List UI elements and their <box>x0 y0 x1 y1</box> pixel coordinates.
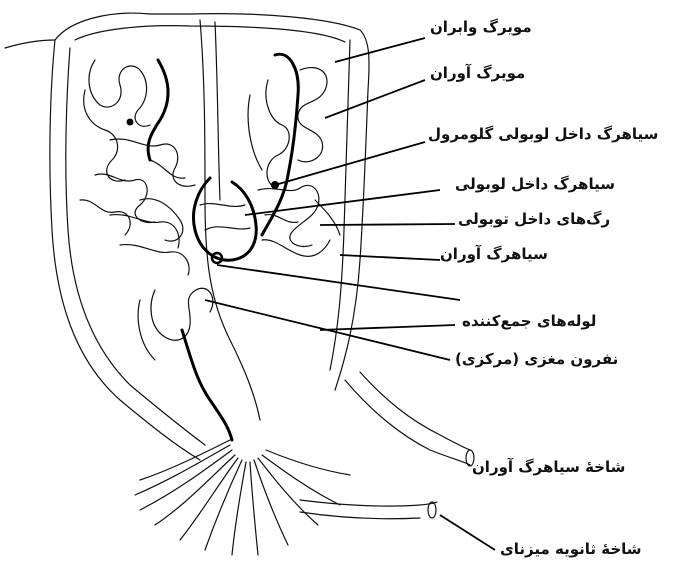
label-afferent-vein-branch: شاخهٔ سیاهرگ آوران <box>472 458 625 476</box>
divider-wall <box>200 20 260 420</box>
tubule-network-right <box>258 185 319 246</box>
outer-capsule <box>55 13 369 390</box>
inner-left-wall <box>66 48 205 445</box>
label-intralobular-vein: سیاهرگ داخل لوبولی <box>455 175 615 193</box>
left-arm <box>5 40 55 48</box>
right-wall-inner <box>330 40 350 370</box>
glomerulus-dot-left <box>127 119 134 126</box>
glomerulus-capsule <box>193 178 256 260</box>
capillary-loop-right <box>298 68 327 162</box>
label-intratubular-vessels: رگ‌های داخل توبولی <box>458 210 610 228</box>
capillary-loop-left <box>89 60 150 126</box>
top-arc <box>75 26 345 42</box>
divider-wall-inner <box>215 22 220 200</box>
medullary-nephron-vessel <box>182 330 232 440</box>
left-wall <box>50 40 200 460</box>
label-secondary-ureter-branch: شاخهٔ ثانویه میزنای <box>500 540 642 558</box>
label-intralobular-glomerular-vein: سیاهرگ داخل لوبولی گلومرول <box>428 125 658 143</box>
label-capillary-veins: مویرگ وابران <box>430 18 532 36</box>
afferent-vein-tube <box>345 380 470 465</box>
label-afferent-vein: سیاهرگ آوران <box>440 245 548 263</box>
label-afferent-capillary: مویرگ آوران <box>430 64 525 82</box>
label-collecting-tubes: لوله‌های جمع‌کننده <box>462 312 596 330</box>
ureter-branch-tube <box>300 500 437 506</box>
collecting-tube-fan <box>135 440 350 555</box>
ureter-branch-end <box>428 502 436 518</box>
label-medullary-nephron: نفرون مغزی (مرکزی) <box>455 350 618 368</box>
